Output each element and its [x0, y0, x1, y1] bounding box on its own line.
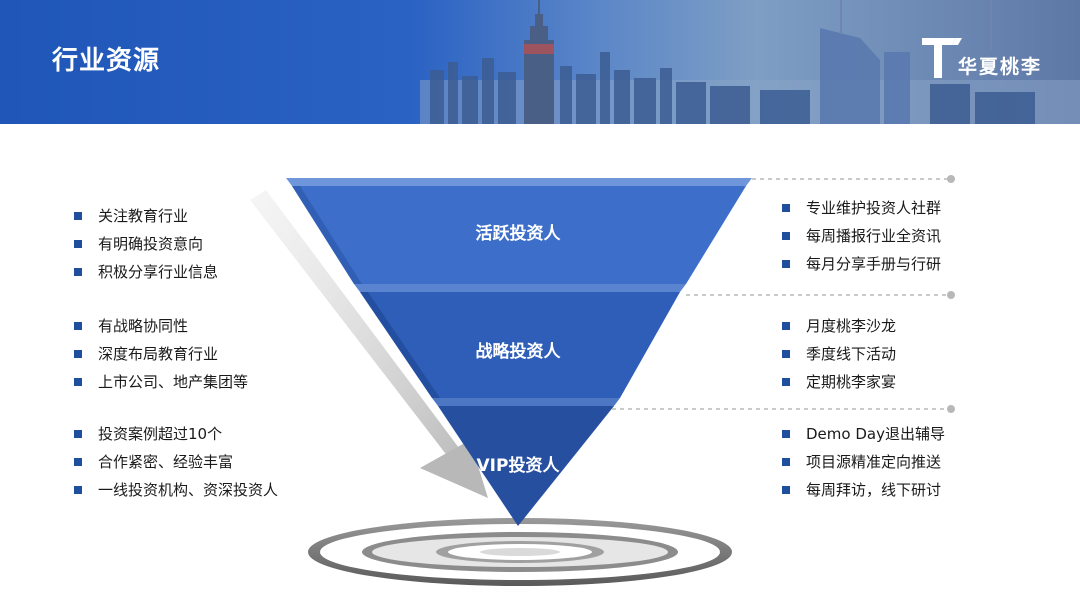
- square-bullet-icon: [782, 204, 790, 212]
- funnel-tier-2: [354, 284, 686, 398]
- connector-dot-icon: [947, 175, 955, 183]
- square-bullet-icon: [782, 430, 790, 438]
- square-bullet-icon: [782, 378, 790, 386]
- right-list-strategic: 月度桃李沙龙 季度线下活动 定期桃李家宴: [782, 312, 896, 396]
- list-item: 上市公司、地产集团等: [74, 368, 248, 396]
- square-bullet-icon: [782, 322, 790, 330]
- list-item: 专业维护投资人社群: [782, 194, 941, 222]
- square-bullet-icon: [782, 486, 790, 494]
- list-item: 每周拜访，线下研讨: [782, 476, 945, 504]
- page-title: 行业资源: [52, 46, 161, 76]
- square-bullet-icon: [74, 240, 82, 248]
- list-item: 合作紧密、经验丰富: [74, 448, 278, 476]
- city-skyline-image: [420, 0, 1080, 124]
- square-bullet-icon: [74, 458, 82, 466]
- tier-label-active: 活跃投资人: [475, 224, 561, 244]
- list-item: 每周播报行业全资讯: [782, 222, 941, 250]
- list-item: 月度桃李沙龙: [782, 312, 896, 340]
- square-bullet-icon: [782, 458, 790, 466]
- t-logo-icon: [922, 38, 962, 78]
- list-item: 积极分享行业信息: [74, 258, 218, 286]
- list-item: 一线投资机构、资深投资人: [74, 476, 278, 504]
- list-item: 深度布局教育行业: [74, 340, 248, 368]
- left-list-strategic: 有战略协同性 深度布局教育行业 上市公司、地产集团等: [74, 312, 248, 396]
- list-item: 季度线下活动: [782, 340, 896, 368]
- square-bullet-icon: [74, 350, 82, 358]
- list-item: Demo Day退出辅导: [782, 420, 945, 448]
- square-bullet-icon: [74, 268, 82, 276]
- list-item: 关注教育行业: [74, 202, 218, 230]
- list-item: 每月分享手册与行研: [782, 250, 941, 278]
- right-list-vip: Demo Day退出辅导 项目源精准定向推送 每周拜访，线下研讨: [782, 420, 945, 504]
- square-bullet-icon: [74, 322, 82, 330]
- square-bullet-icon: [74, 212, 82, 220]
- list-item: 有明确投资意向: [74, 230, 218, 258]
- connector-lines: [612, 178, 948, 410]
- logo-text: 华夏桃李: [958, 56, 1043, 78]
- left-list-active: 关注教育行业 有明确投资意向 积极分享行业信息: [74, 202, 218, 286]
- square-bullet-icon: [782, 350, 790, 358]
- connector-dot-icon: [947, 291, 955, 299]
- list-item: 项目源精准定向推送: [782, 448, 945, 476]
- list-item: 投资案例超过10个: [74, 420, 278, 448]
- square-bullet-icon: [74, 486, 82, 494]
- tier-label-strategic: 战略投资人: [475, 342, 561, 362]
- list-item: 定期桃李家宴: [782, 368, 896, 396]
- square-bullet-icon: [74, 378, 82, 386]
- funnel-tier-1: [286, 178, 752, 284]
- funnel-tier-3: [432, 398, 620, 526]
- connector-dot-icon: [947, 405, 955, 413]
- right-list-active: 专业维护投资人社群 每周播报行业全资讯 每月分享手册与行研: [782, 194, 941, 278]
- base-rings-icon: [308, 518, 732, 586]
- tier-label-vip: VIP投资人: [476, 456, 560, 476]
- left-list-vip: 投资案例超过10个 合作紧密、经验丰富 一线投资机构、资深投资人: [74, 420, 278, 504]
- list-item: 有战略协同性: [74, 312, 248, 340]
- square-bullet-icon: [74, 430, 82, 438]
- square-bullet-icon: [782, 260, 790, 268]
- square-bullet-icon: [782, 232, 790, 240]
- header-banner: 行业资源 华夏桃李: [0, 0, 1080, 124]
